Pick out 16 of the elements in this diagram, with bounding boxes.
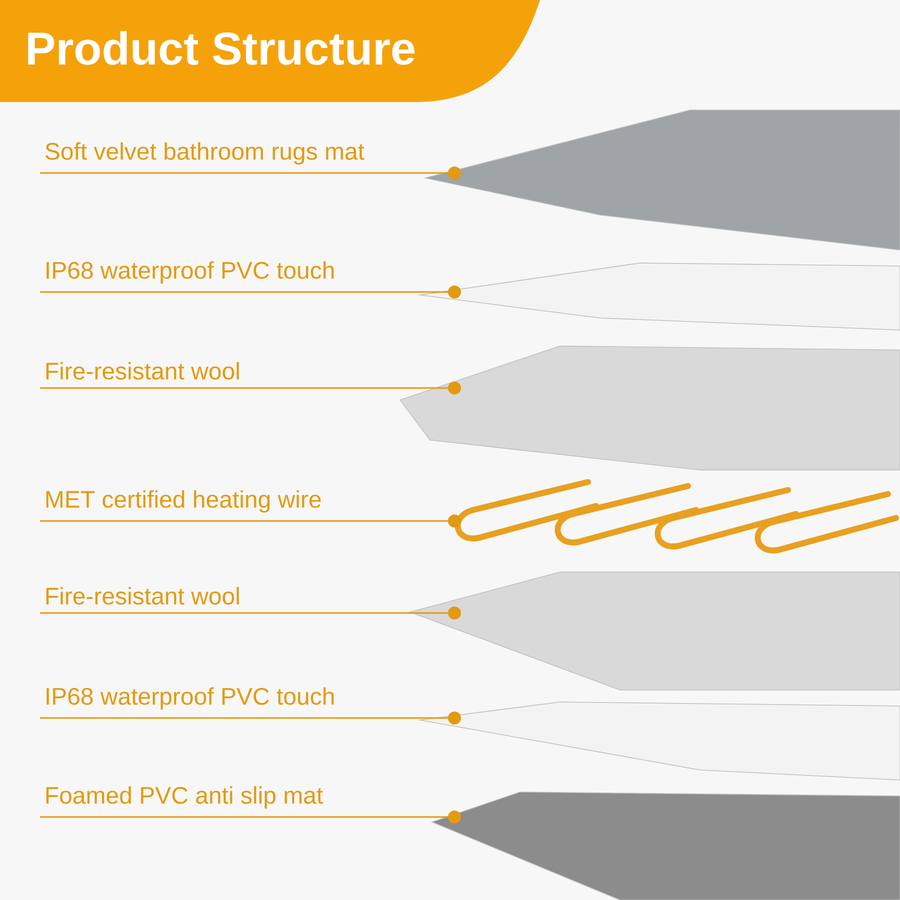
- layer-label: IP68 waterproof PVC touch: [46, 687, 334, 710]
- leader-line: [40, 712, 461, 724]
- layer-label: Foamed PVC anti slip mat: [46, 786, 323, 809]
- layer-label: Fire-resistant wool: [46, 587, 239, 605]
- layer-label: Fire-resistant wool: [46, 362, 239, 380]
- layer-label: MET certified heating wire: [46, 490, 321, 513]
- leader-line: [40, 606, 461, 620]
- leader-line: [40, 286, 461, 298]
- leader-line: [40, 810, 461, 824]
- leader-line: [40, 166, 461, 180]
- layer-label: Soft velvet bathroom rugs mat: [46, 142, 364, 165]
- title-banner: Product Structure: [0, 0, 540, 102]
- leader-line: [40, 382, 461, 394]
- layer-label: IP68 waterproof PVC touch: [46, 261, 334, 284]
- layer-drawing: [454, 479, 899, 554]
- leader-line: [40, 514, 461, 528]
